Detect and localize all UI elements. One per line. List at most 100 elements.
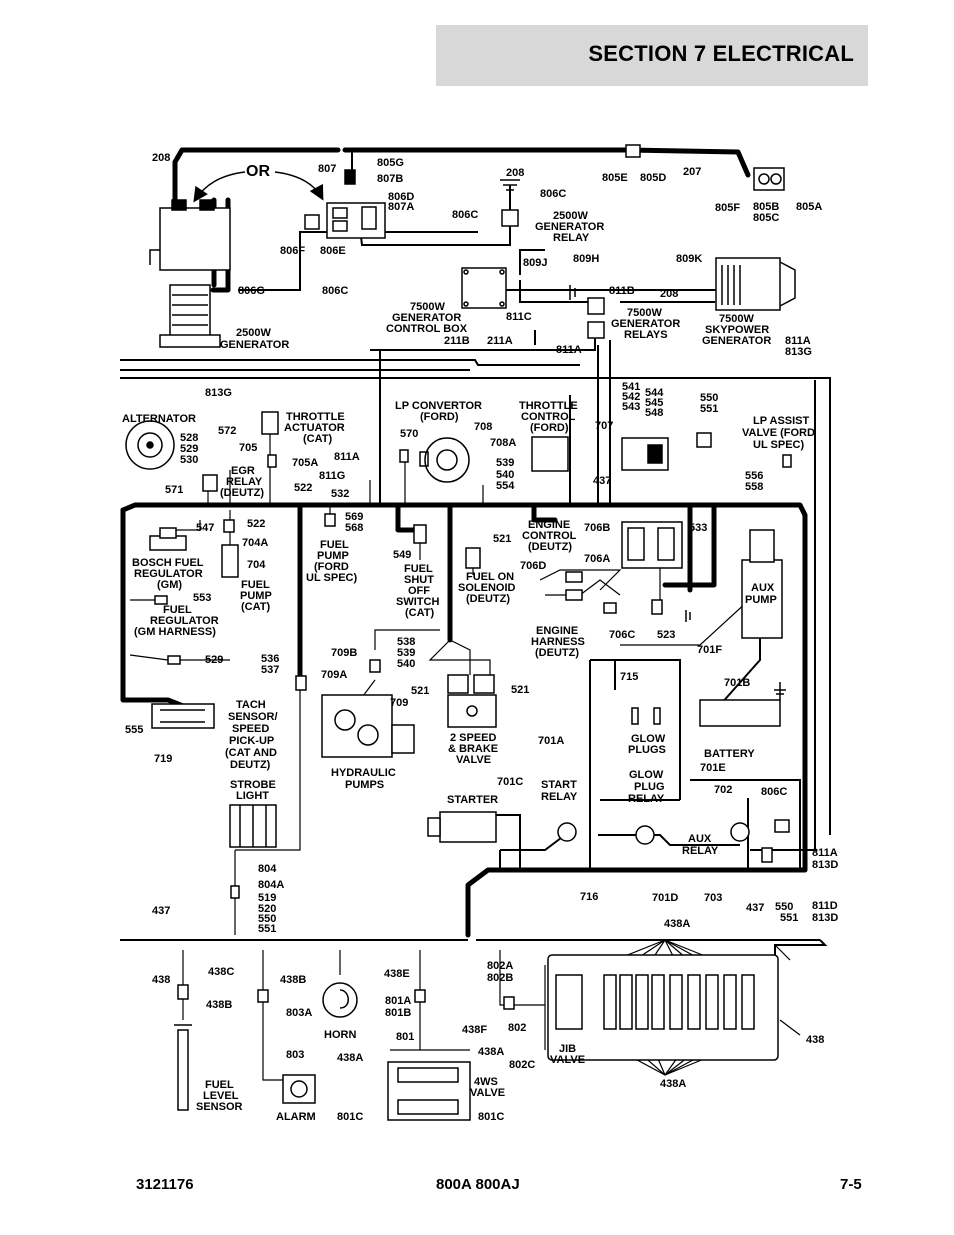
wire-label: 540	[397, 658, 415, 670]
wire-label: 551	[780, 912, 798, 924]
wire-label: 806E	[320, 245, 346, 257]
component-alternator	[125, 420, 218, 492]
component-bosch-fuel-regulator	[149, 527, 187, 665]
section-header: SECTION 7 ELECTRICAL	[436, 25, 868, 86]
wire-label: 801	[396, 1031, 414, 1043]
wire-label: 520	[258, 903, 276, 915]
component-label: 2 SPEED & BRAKE VALVE	[448, 732, 501, 766]
wire-label: 806G	[238, 285, 265, 297]
wire-label: 211B	[444, 335, 470, 347]
wire-label: 801C	[478, 1111, 504, 1123]
wire-label: 529	[205, 654, 223, 666]
wire-label: 709B	[331, 647, 357, 659]
wire-label: 805D	[640, 172, 666, 184]
wire-label: 805B	[753, 201, 779, 213]
component-alarm	[282, 1074, 316, 1104]
wire-label: 521	[493, 533, 511, 545]
wire-label: 438E	[384, 968, 410, 980]
wire-label: 802	[508, 1022, 526, 1034]
wire-label: 522	[247, 518, 265, 530]
component-label: STARTER	[447, 794, 498, 806]
component-aux-pump	[685, 529, 783, 639]
or-arrow-right	[274, 171, 324, 201]
wire-label: 208	[660, 288, 678, 300]
wire-label: 438A	[478, 1046, 504, 1058]
component-label: 7500W GENERATOR CONTROL BOX	[386, 301, 468, 335]
footer-model: 800A 800AJ	[436, 1176, 520, 1193]
wire-label: 547	[196, 522, 214, 534]
wire-label: 701C	[497, 776, 523, 788]
wire-label: 811B	[609, 285, 635, 297]
component-2500w-generator	[149, 199, 231, 348]
wire-label: 805A	[796, 201, 822, 213]
component-label: AUX RELAY	[682, 833, 719, 857]
wire-label: 701F	[697, 644, 722, 656]
wire-label: 521	[411, 685, 429, 697]
wire-label: 811A	[785, 335, 811, 347]
wire-label: 569	[345, 511, 363, 523]
wire-label: 801B	[385, 1007, 411, 1019]
wire-label: 805G	[377, 157, 404, 169]
wire-label: 811G	[319, 470, 345, 482]
component-label: STROBE LIGHT	[230, 779, 279, 802]
wire-label: 519	[258, 892, 276, 904]
wire-label: 558	[745, 481, 763, 493]
wire-label: 550	[258, 913, 276, 925]
component-starter	[427, 811, 497, 843]
wire-label: 707	[595, 420, 613, 432]
wire-label: 705A	[292, 457, 318, 469]
wire-label: 706A	[584, 553, 610, 565]
wire-label: 811D	[812, 900, 838, 912]
or-label: OR	[246, 163, 270, 180]
wire-label: 532	[331, 488, 349, 500]
wire-label: 523	[657, 629, 675, 641]
component-label: 2500W GENERATOR RELAY	[535, 210, 607, 244]
component-4ws-valve	[387, 989, 515, 1121]
wire-label: 801C	[337, 1111, 363, 1123]
wire-label: 568	[345, 522, 363, 534]
wire-label: 803A	[286, 1007, 312, 1019]
wire-label: 813G	[785, 346, 812, 358]
wire-label: 539	[496, 457, 514, 469]
wire-label: 804A	[258, 879, 284, 891]
wire-label: 533	[689, 522, 707, 534]
wire-label: 809H	[573, 253, 599, 265]
wire-label: 811A	[334, 451, 360, 463]
wire-label: 705	[239, 442, 257, 454]
wire-label: 543	[622, 401, 640, 413]
wire-label: 801A	[385, 995, 411, 1007]
component-label: EGR RELAY (DEUTZ)	[220, 465, 265, 499]
wire-label: 805C	[753, 212, 779, 224]
wire-label: 549	[393, 549, 411, 561]
wire-label: 542	[622, 391, 640, 403]
wire-label: 555	[125, 724, 143, 736]
or-arrow-left	[193, 171, 246, 203]
wire-label: 807A	[388, 201, 414, 213]
component-label: 7500W GENERATOR RELAYS	[611, 307, 683, 341]
wire-label: 809K	[676, 253, 702, 265]
component-label: LP CONVERTOR (FORD)	[395, 400, 485, 423]
component-label: ALTERNATOR	[122, 413, 196, 425]
wire-label: 544	[645, 387, 664, 399]
wire-label: 805F	[715, 202, 740, 214]
wire-label: 802C	[509, 1059, 535, 1071]
component-2500w-generator-relay	[500, 179, 520, 227]
component-label: ENGINE HARNESS (DEUTZ)	[531, 625, 588, 659]
component-lp-convertor	[399, 437, 470, 483]
wire-label: 571	[165, 484, 183, 496]
wire-label: 529	[180, 443, 198, 455]
wire-label: 813D	[812, 859, 838, 871]
wire-label: 706D	[520, 560, 546, 572]
wire-label: 437	[152, 905, 170, 917]
component-label: HORN	[324, 1029, 356, 1041]
component-label: 2500W GENERATOR	[220, 327, 289, 351]
wire-label: 438B	[280, 974, 306, 986]
wire-label: 553	[193, 592, 211, 604]
component-horn	[257, 982, 358, 1018]
wire-label: 530	[180, 454, 198, 466]
component-fuel-pump-cat	[221, 519, 239, 578]
wire-label: 806C	[540, 188, 566, 200]
wire-label: 803	[286, 1049, 304, 1061]
heavy-wires	[120, 147, 808, 938]
wire-label: 437	[746, 902, 764, 914]
